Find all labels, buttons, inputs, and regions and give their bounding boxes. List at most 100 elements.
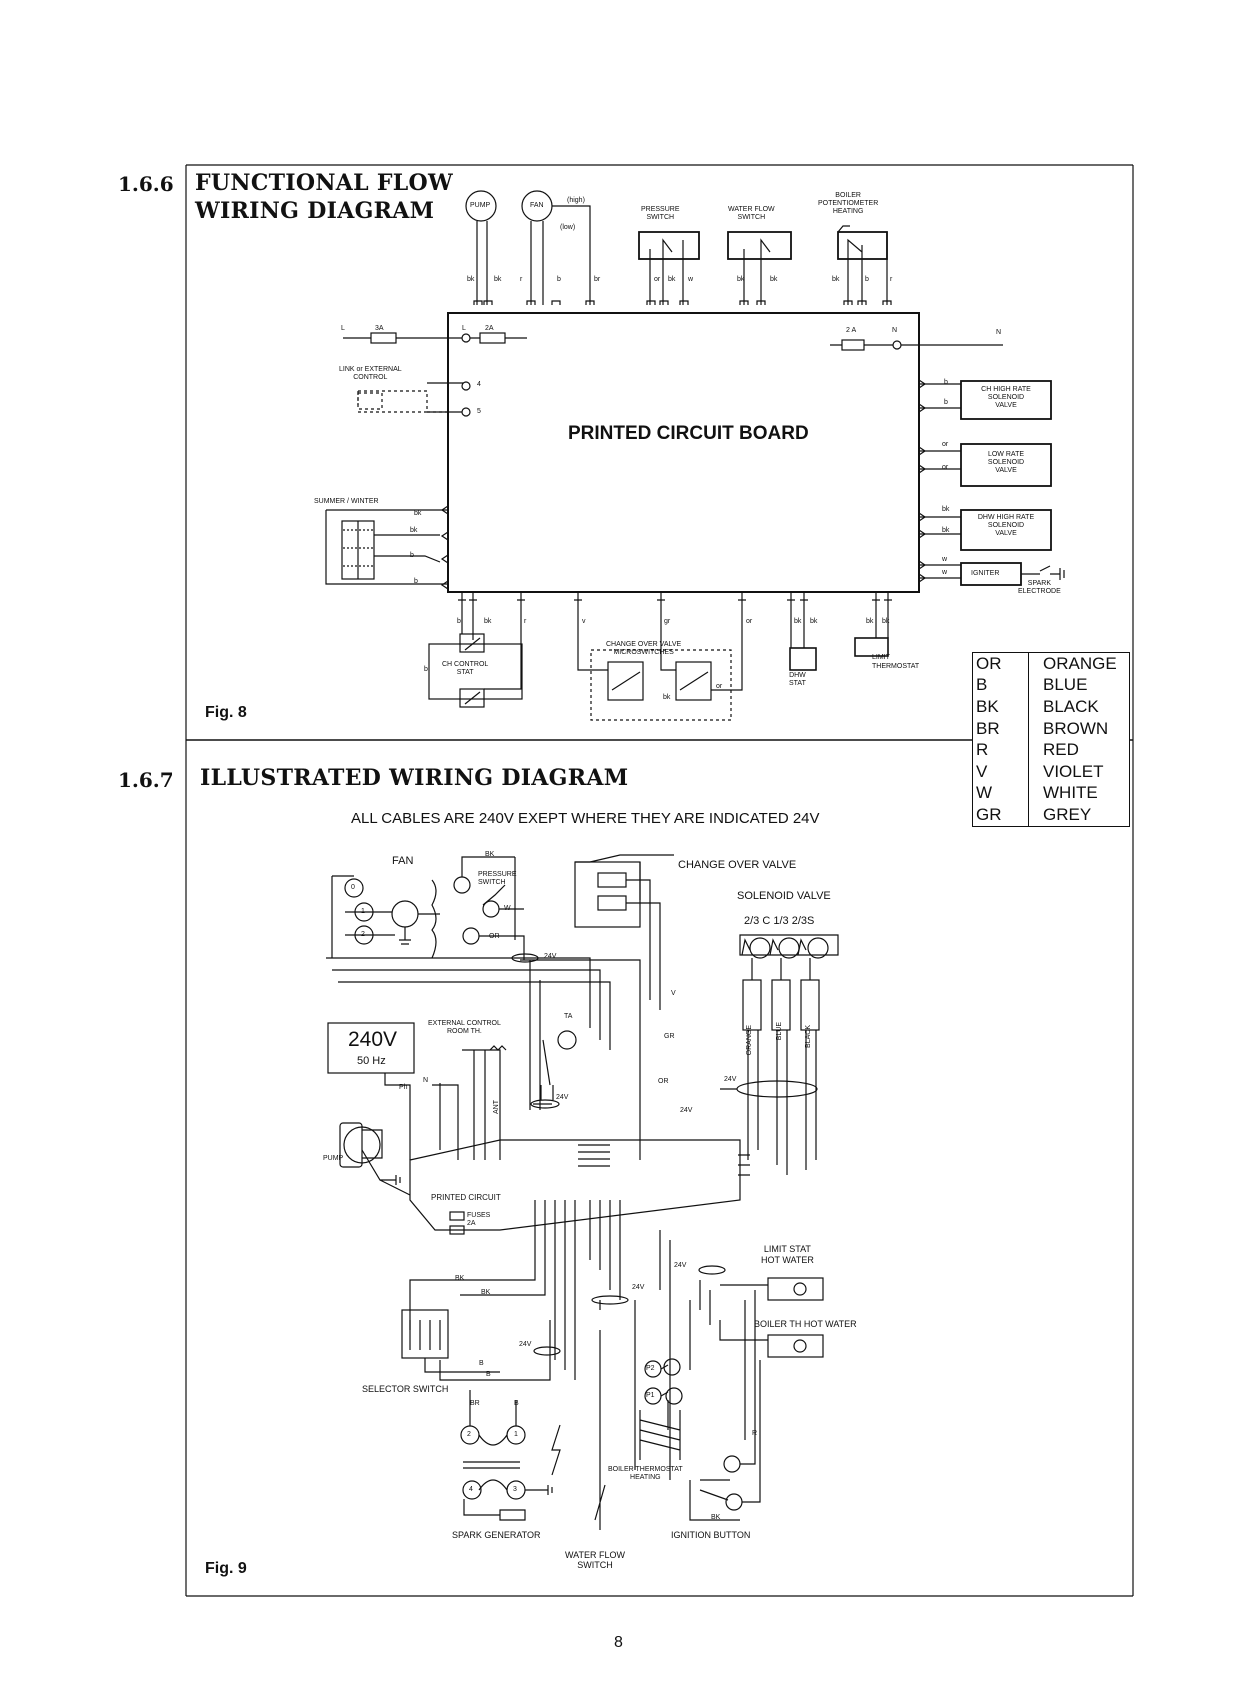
pcb-label: PRINTED CIRCUIT BOARD [568,423,809,444]
v24-label-3: 24V [556,1094,569,1101]
pressure-w-label: W [504,905,511,912]
fuse-2a-label: 2A [485,325,494,332]
pressure-switch-label: PRESSURE SWITCH [641,206,680,221]
pressure-bk-label: BK [485,851,495,858]
printed-circuit-label: PRINTED CIRCUIT [431,1193,501,1202]
v24-label-2: 24V [724,1076,737,1083]
terminal-5-label: 5 [477,408,481,415]
br-wire-label: BR [470,1400,480,1407]
wire-top-3: r [520,276,523,283]
fan-label: FAN [530,202,544,209]
blue-wire-label: BLUE [776,1022,783,1041]
pressure-switch-label-fig9: PRESSURE SWITCH [478,871,517,886]
limit-stat-hot-water-label: LIMIT STAT HOT WATER [761,1244,814,1265]
spark-generator-label: SPARK GENERATOR [452,1530,541,1540]
terminal-4-label-fig9: 4 [469,1486,473,1493]
wire-top-11: bk [832,276,840,283]
neutral-label: N [996,329,1002,336]
legend-name: RED [1043,740,1079,760]
live-label: L [341,325,345,332]
fan-label-fig9: FAN [392,855,414,867]
wire-bottom-3: r [524,618,527,625]
live-label-pcb: L [462,325,466,332]
fuse-2a-right-label: 2 A [846,327,857,334]
solenoid-valve-label: SOLENOID VALVE [737,890,831,902]
ta-label: TA [564,1013,573,1020]
wire-bottom-10: bk [882,618,890,625]
v24-label-1: 24V [544,953,557,960]
wire-bottom-6: or [746,618,753,625]
wire-bottom-5: gr [664,618,671,625]
or-wire-label: OR [658,1078,669,1085]
ignition-button-label: IGNITION BUTTON [671,1530,751,1540]
wire-left-3: b [410,552,414,559]
wire-right-2: b [944,399,948,406]
pump-label: PUMP [470,202,491,209]
wire-top-1: bk [467,276,475,283]
wire-right-6: bk [942,527,950,534]
page-number: 8 [614,1634,623,1651]
legend-name: GREY [1043,804,1092,824]
section-title-functional-flow: FUNCTIONAL FLOW [195,170,454,196]
terminal-4-label: 4 [477,381,481,388]
wire-top-7: bk [668,276,676,283]
p1-label: P1 [646,1392,655,1399]
phase-label: Ph [399,1084,408,1091]
wire-bottom-9: bk [866,618,874,625]
dhw-high-rate-valve [960,509,1052,551]
wire-bottom-8: bk [810,618,818,625]
water-flow-switch-label: WATER FLOW SWITCH [728,206,775,221]
fig8-diagram [325,190,1065,721]
wire-bottom-4: v [582,618,586,625]
pump-label-fig9: PUMP [323,1155,344,1162]
wire-right-4: or [942,464,949,471]
cable-note: ALL CABLES ARE 240V EXEPT WHERE THEY ARE… [351,810,820,827]
spark-electrode-label: SPARK ELECTRODE [1018,580,1061,595]
terminal-1-label: 1 [514,1431,518,1438]
wire-top-9: bk [737,276,745,283]
fan-low-label: (low) [560,224,576,231]
external-control-label: EXTERNAL CONTROL ROOM TH. [428,1020,501,1035]
wire-top-6: or [654,276,661,283]
wire-top-13: r [890,276,893,283]
dhw-high-rate-label: DHW HIGH RATE SOLENOID VALVE [977,514,1035,537]
section-number-1-6-6: 1.6.6 [118,172,174,196]
section-number-1-6-7: 1.6.7 [118,768,174,792]
neutral-label-pcb: N [892,327,898,334]
b-wire-label-1: B [479,1360,484,1367]
bk-wire-label-3: BK [711,1514,721,1521]
dhw-stat-label: DHW STAT [789,672,806,687]
legend-name: VIOLET [1043,761,1104,781]
wire-top-12: b [865,276,869,283]
change-over-valve-label: CHANGE OVER VALVE [678,859,797,871]
r-wire-label: R [752,1430,758,1437]
v24-label-6: 24V [632,1284,645,1291]
wire-right-8: w [942,569,948,576]
fan-high-label: (high) [567,197,585,204]
terminal-2-label: 2 [467,1431,471,1438]
legend-code: OR [973,653,1029,675]
legend-name: WHITE [1043,783,1098,803]
v24-label-5: 24V [674,1262,687,1269]
wire-bottom-2: bk [484,618,492,625]
ch-control-b-label: b [424,666,428,673]
legend-name: ORANGE [1043,653,1117,673]
low-rate-label: LOW RATE SOLENOID VALVE [987,451,1025,474]
p2-label: P2 [646,1365,655,1372]
v24-label-4: 24V [680,1107,693,1114]
hz-50-label: 50 Hz [357,1055,386,1067]
fig9-diagram [326,854,839,1530]
limit-thermostat-label: LIMIT THERMOSTAT [872,654,920,670]
ant-label: ANT [493,1100,500,1114]
wire-left-2: bk [410,527,418,534]
link-external-control-label: LINK or EXTERNAL CONTROL [339,366,402,381]
wire-top-8: w [688,276,694,283]
change-over-microswitches-label: CHANGE OVER VALVE MICROSWITCHES [606,641,682,656]
